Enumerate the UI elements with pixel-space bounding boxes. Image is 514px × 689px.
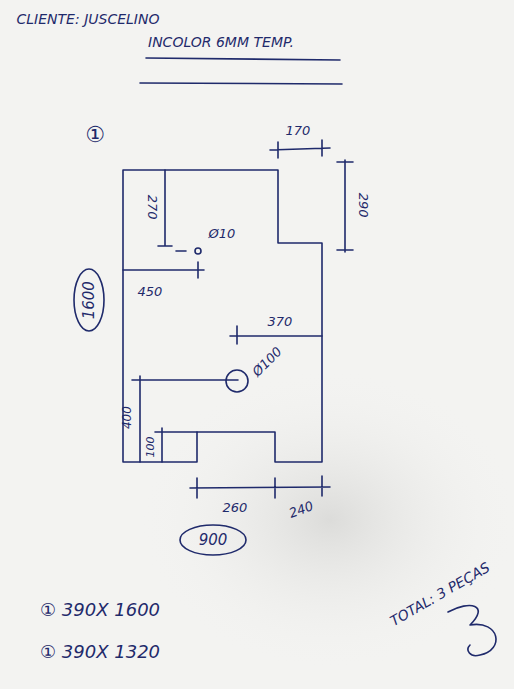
dimension-label: 900 — [199, 532, 228, 549]
underline — [146, 58, 340, 60]
scrawl — [448, 606, 496, 656]
shadow — [140, 370, 514, 670]
circle-mark — [180, 525, 246, 555]
dimension-line — [270, 140, 330, 158]
dimension-label: 270 — [144, 195, 158, 220]
dimension-label: 290 — [355, 193, 369, 218]
dimension-line — [123, 251, 204, 278]
note: CLIENTE: JUSCELINO — [17, 12, 160, 27]
dimension-line — [155, 428, 197, 462]
hole — [195, 248, 201, 254]
dimension-label: 400 — [120, 407, 133, 430]
dimension-label: Ø100 — [251, 345, 286, 380]
dimension-line — [190, 476, 330, 498]
dimension-label: ① — [85, 123, 105, 147]
hole — [226, 370, 248, 392]
dimension-label: 1600 — [81, 281, 98, 319]
dimension-line — [158, 170, 172, 246]
dimension-label: 450 — [138, 285, 163, 299]
piece-list: ① 390X 1320 — [40, 642, 160, 662]
title: INCOLOR 6MM TEMP. — [148, 34, 294, 50]
piece-list: ① 390X 1600 — [40, 600, 160, 620]
circle-mark — [74, 269, 104, 331]
glass-outline — [123, 170, 322, 462]
dimension-label: 370 — [268, 315, 293, 329]
dimension-label: 100 — [145, 437, 157, 458]
dimension-line — [132, 376, 238, 462]
dimension-line — [337, 160, 353, 252]
dimension-label: 170 — [286, 124, 311, 138]
dimension-label: 260 — [223, 501, 248, 515]
underline — [140, 83, 342, 84]
dimension-label: Ø10 — [209, 227, 236, 241]
